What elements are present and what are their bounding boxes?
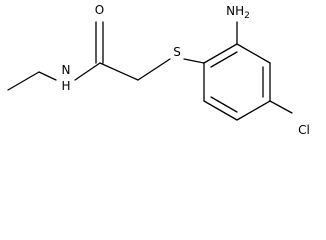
atom-chlorine: Cl: [298, 123, 310, 137]
amino-nh-text: NH: [226, 4, 244, 18]
atom-nitrogen: N: [62, 63, 71, 77]
bonds: [7, 21, 293, 121]
atom-oxygen: O: [95, 3, 104, 17]
bond-ethyl-ch2-n: [38, 71, 57, 81]
bond-ring-cl: [269, 100, 293, 114]
ring-bond-1: [203, 43, 238, 64]
bond-ethyl-ch3: [7, 71, 40, 91]
molecule-diagram: O N H S NH2 Cl: [7, 3, 310, 137]
atom-hydrogen: H: [61, 79, 70, 93]
ring-bond-5: [203, 100, 238, 121]
ring-inner-bond-3: [210, 96, 238, 113]
bond-ch2-s: [137, 58, 171, 81]
atom-sulfur: S: [173, 45, 181, 59]
amino-subscript: 2: [244, 11, 250, 21]
bond-carbonyl-ch2: [99, 62, 139, 81]
atom-amino: NH2: [226, 4, 250, 21]
atom-labels: O N H S NH2 Cl: [61, 3, 309, 137]
ring-inner-bond-1: [210, 51, 238, 68]
ring-bond-2: [236, 43, 271, 64]
bond-s-ring: [183, 58, 205, 64]
bond-n-carbonyl: [74, 62, 101, 81]
ring-bond-4: [236, 100, 271, 121]
